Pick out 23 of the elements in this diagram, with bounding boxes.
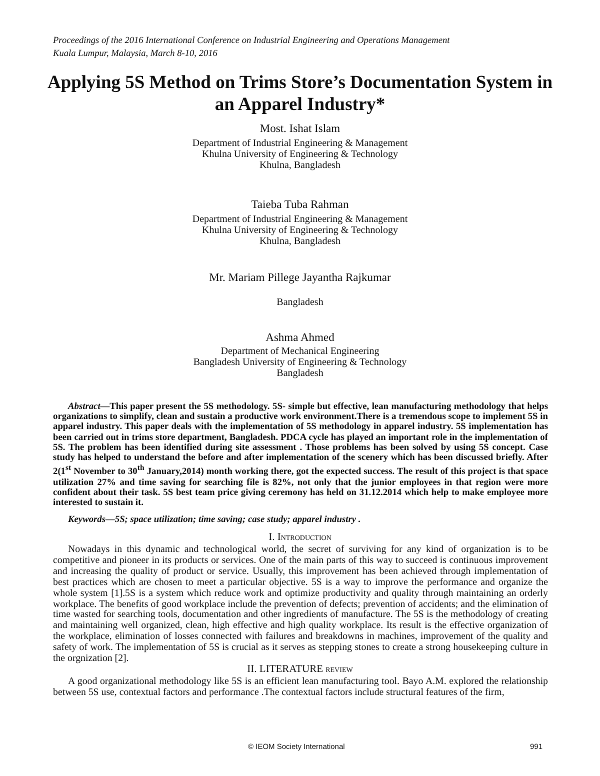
author-name: Taieba Tuba Rahman xyxy=(250,200,350,211)
affiliation-text: Bangladesh University of Engineering & Technology xyxy=(192,357,408,368)
body-paragraph: Nowadays in this dynamic and technological world, the secret of surviving for any kind of organization is to be competitive and pioneer in its products or services. One of the main parts of this way to succeed is continuous improvement and increasing the quality of product or service. Usually, this improvement has been achieved through implementation of best practices which are chosen to meet a particular objective. 5S is a way to improve the performance and organize the whole system [1].5S is a system which reduce work and optimize productivity and quality through maintaining an orderly workplace. The benefits of good workplace include the prevention of defects; prevention of accidents; and the elimination of time wasted for searching tools, documentation and other ingredients of manufacture. The 5S is the methodology of creating and maintaining well organized, clean, high effective and high quality workplace. Its result is the effective organization of the workplace, elimination of losses connected with failures and breakdowns in machines, improvement of the quality and safety of work. The implementation of 5S is crucial as it serves as stepping stones to create a strong housekeeping culture in the orgnization [2]. xyxy=(53,545,548,665)
keywords-text: Keywords—5S; space utilization; time saving; case study; apparel industry . xyxy=(67,515,362,526)
body-paragraph: A good organizational methodology like 5S is an efficient lean manufacturing tool. Bayo A.M. explored the relationship between 5S use, contextual factors and performance .The contextual factors include structural features of the firm, xyxy=(53,677,548,699)
affiliation-text: Khulna, Bangladesh xyxy=(258,160,342,171)
affiliation-text: Bangladesh xyxy=(276,368,324,379)
section-heading: I. Introduction xyxy=(268,532,332,543)
abstract-paragraph: Abstract—This paper present the 5S methodology. 5S- simple but effective, lean manufacturing methodology that helps organizations to simplify, clean and sustain a productive work environment.There is a tremendous scope to implement 5S in apparel industry. This paper deals with the implementation of 5S methodology in apparel industry. 5S implementation has been carried out in trims store department, Bangladesh. PDCA cycle has played an important role in the implementation of 5S. The problem has been identified during site assessment . Those problems has been solved by using 5S concept. Case study has helped to understand the before and after implementation of the scenery which has been discussed briefly. After 2(1$^{st}$ November to 30$^{th}$ January,2014) month working there, got the expected success. The result of this project is that space utilization 27% and time saving for searching file is 82%, not only that the junior employees in that region were more confident about their task. 5S best team price giving ceremony has held on 31.12.2014 which help to make employee more interested to sustain it. xyxy=(53,402,548,508)
author-name: Most. Ishat Islam xyxy=(258,124,342,135)
author-name: Mr. Mariam Pillege Jayantha Rajkumar xyxy=(208,273,392,284)
author-name: Ashma Ahmed xyxy=(264,333,336,344)
affiliation-text: Khulna University of Engineering & Technology xyxy=(200,225,400,236)
header-text: Proceedings of the 2016 International Conference on Industrial Engineering and Operations Management xyxy=(53,36,450,46)
section-heading: II. LITERATURE review xyxy=(246,664,354,675)
affiliation-text: Khulna, Bangladesh xyxy=(258,236,342,247)
affiliation-text: Department of Industrial Engineering & Management xyxy=(191,214,409,225)
affiliation-text: Khulna University of Engineering & Technology xyxy=(200,149,400,160)
affiliation-text: Department of Industrial Engineering & Management xyxy=(191,138,409,149)
paper-title: Applying 5S Method on Trims Store’s Documentation System in an Apparel Industry* xyxy=(46,72,554,116)
header-text: Kuala Lumpur, Malaysia, March 8-10, 2016 xyxy=(53,49,218,59)
affiliation-text: Bangladesh xyxy=(276,297,324,308)
affiliation-text: Department of Mechanical Engineering xyxy=(220,346,380,357)
